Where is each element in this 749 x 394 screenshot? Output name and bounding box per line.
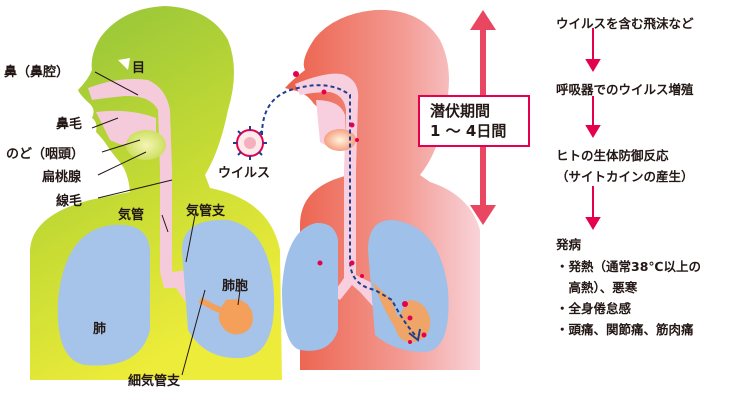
incubation-title: 潜伏期間 <box>420 101 528 121</box>
label-eye: 目 <box>132 57 145 76</box>
label-bronchiole: 細気管支 <box>128 370 180 389</box>
flow-step-defense: ヒトの生体防御反応 <box>556 145 669 164</box>
flow-step-onset: 発病 <box>556 234 581 253</box>
flow-step-cytokine: （サイトカインの産生） <box>556 166 694 185</box>
flow-step-virus-growth: 呼吸器でのウイルス増殖 <box>556 79 694 98</box>
symptom-fever-cont: 高熱）、悪寒 <box>556 277 637 296</box>
incubation-days: 1 ～ 4日間 <box>420 121 528 141</box>
label-virus: ウイルス <box>218 162 270 181</box>
flow-step-droplets: ウイルスを含む飛沫など <box>556 13 694 32</box>
virus-icon <box>233 126 267 160</box>
label-nose-hair: 鼻毛 <box>56 113 82 132</box>
label-nose: 鼻（鼻腔） <box>4 61 69 80</box>
label-throat: のど（咽頭） <box>6 143 84 162</box>
symptom-fever: ・発熱（通常38℃以上の <box>556 256 701 275</box>
label-tonsil: 扁桃腺 <box>42 166 81 185</box>
label-alveoli: 肺胞 <box>222 275 248 294</box>
symptom-pain: ・頭痛、関節痛、筋肉痛 <box>556 319 694 338</box>
label-trachea: 気管 <box>118 204 144 223</box>
flow-arrows <box>587 28 599 228</box>
label-cilia: 線毛 <box>56 190 82 209</box>
symptom-fatigue: ・全身倦怠感 <box>556 298 631 317</box>
label-bronchi: 気管支 <box>186 200 225 219</box>
incubation-box: 潜伏期間 1 ～ 4日間 <box>418 95 530 147</box>
label-lung: 肺 <box>93 318 106 337</box>
infected-person-figure <box>262 10 480 370</box>
